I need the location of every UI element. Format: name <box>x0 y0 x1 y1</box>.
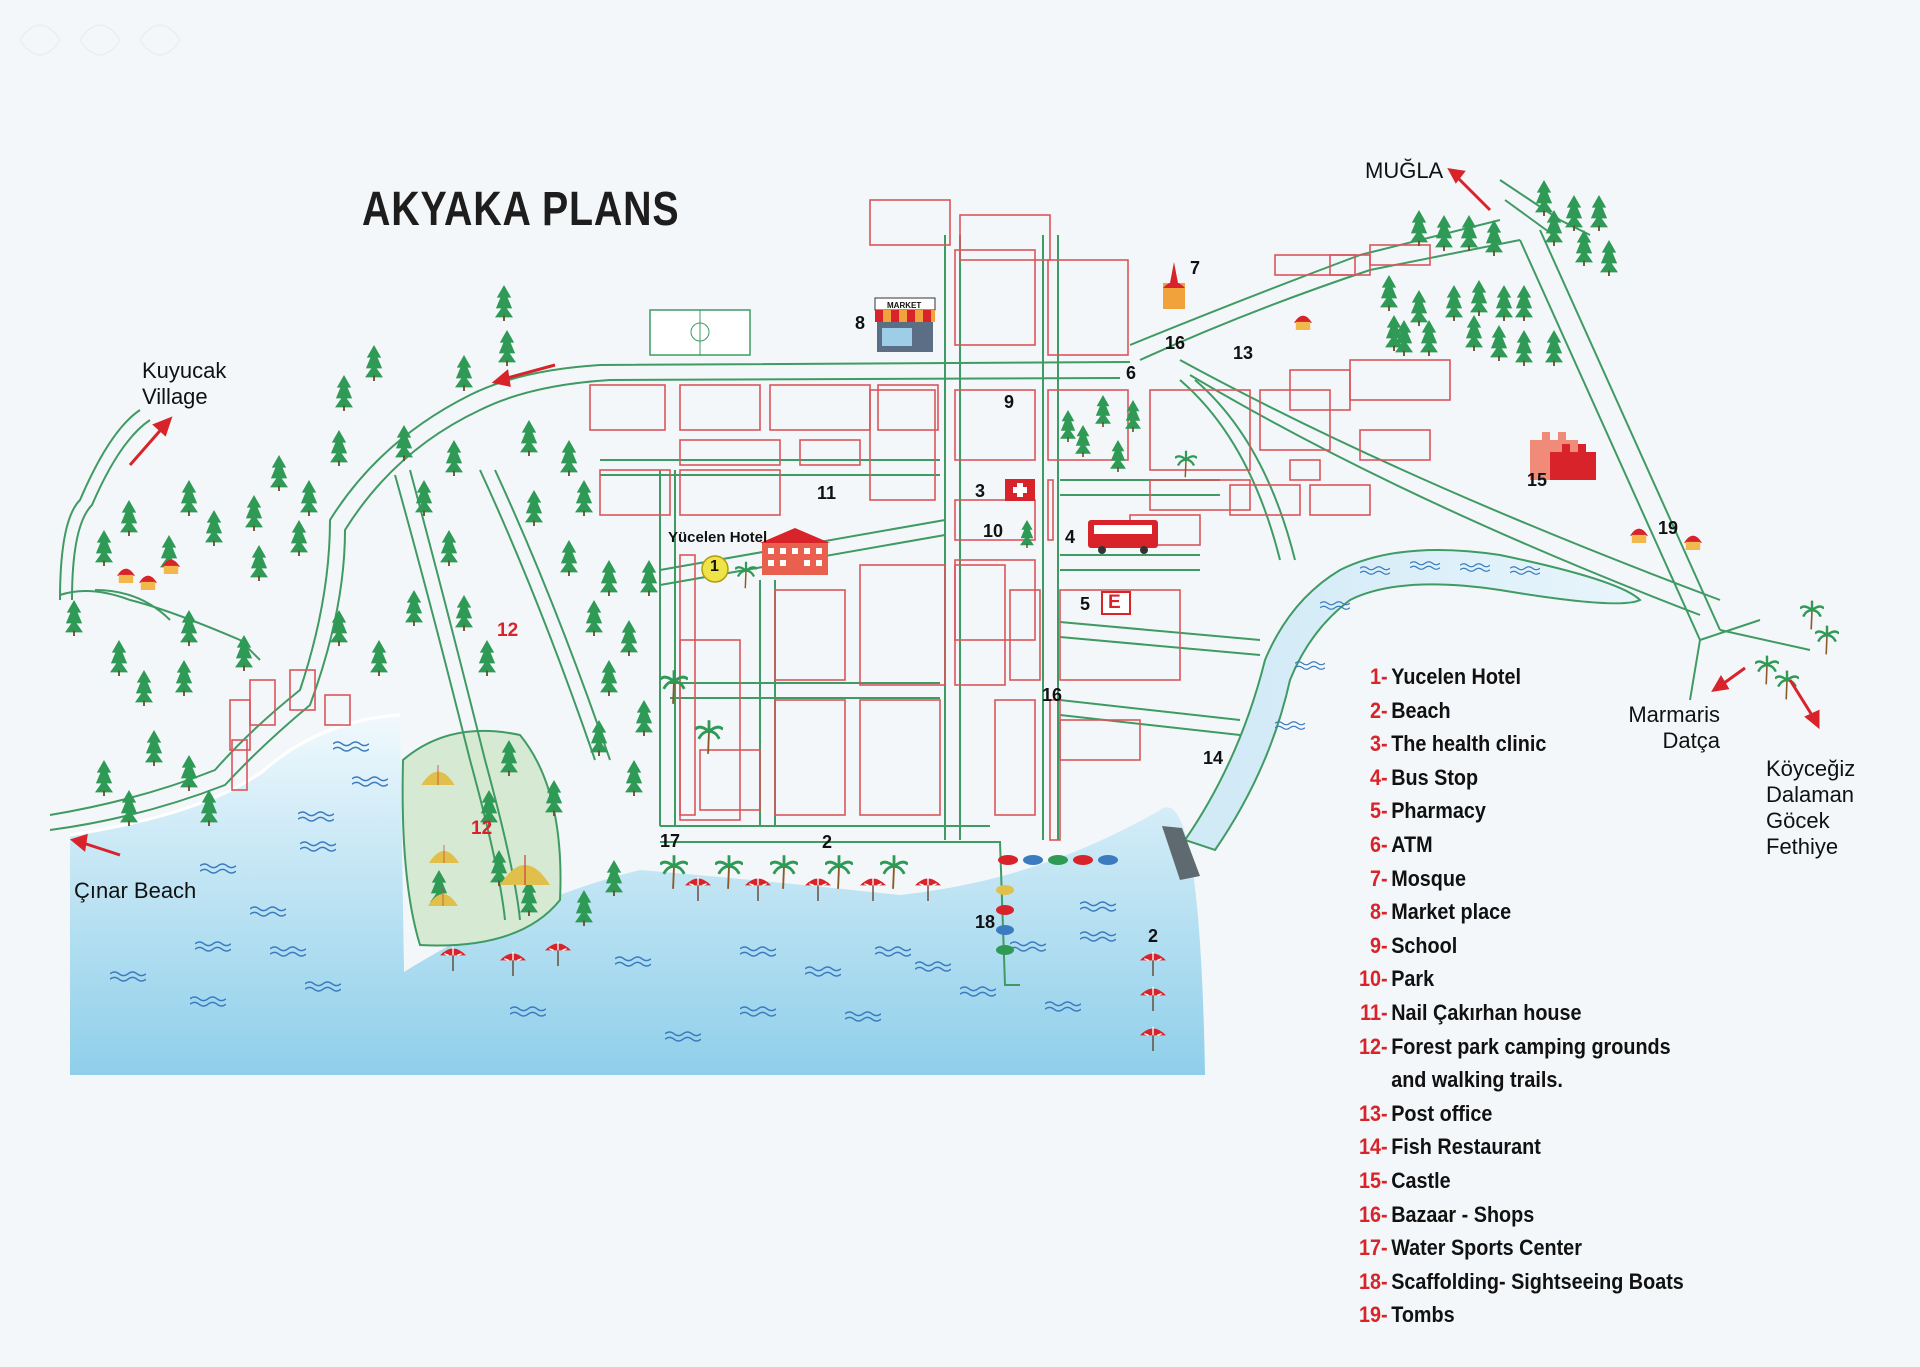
marker-15: 15 <box>1527 470 1548 490</box>
hotel-icon <box>760 528 830 575</box>
pharmacy-icon <box>1101 591 1131 615</box>
castle-icon <box>1530 432 1596 480</box>
legend-item: 15-Castle <box>1358 1167 1451 1193</box>
marker-3: 3 <box>975 481 986 501</box>
sea <box>70 716 1205 1075</box>
hotel-label: Yücelen Hotel <box>668 529 768 546</box>
marker-8: 8 <box>855 313 866 333</box>
page-title: AKYAKA PLANS <box>362 183 680 236</box>
marker-5: 5 <box>1080 594 1091 614</box>
marker-2-east: 2 <box>1148 926 1159 946</box>
marker-1: 1 <box>710 558 719 575</box>
legend-item: 5-Pharmacy <box>1369 798 1486 824</box>
market-icon <box>874 297 936 352</box>
hotel-marker-icon <box>701 555 729 583</box>
lagoon <box>1183 549 1642 852</box>
buildings <box>229 199 1451 841</box>
legend-item: 9-School <box>1369 932 1458 958</box>
marker-14: 14 <box>1203 748 1224 768</box>
legend-item: 11-Nail Çakırhan house <box>1360 999 1582 1025</box>
huts <box>117 315 1702 590</box>
legend-item: 19-Tombs <box>1358 1302 1455 1328</box>
legend-item: 14-Fish Restaurant <box>1358 1134 1541 1160</box>
marker-4: 4 <box>1065 527 1076 547</box>
pharmacy-sign: E <box>1108 592 1121 613</box>
boats <box>996 855 1118 955</box>
label-mugla: MUĞLA <box>1365 158 1444 183</box>
legend-item: 8-Market place <box>1369 899 1512 925</box>
market-label: MARKET <box>887 301 922 310</box>
legend: 1-Yucelen Hotel 2-Beach 3-The health cli… <box>1348 660 1848 1332</box>
road-network <box>49 179 1811 986</box>
legend-item: 6-ATM <box>1369 831 1433 857</box>
marker-13: 13 <box>1233 343 1254 363</box>
marker-12-camp: 12 <box>471 818 493 839</box>
legend-item: 3-The health clinic <box>1369 731 1547 757</box>
marker-16-south: 16 <box>1042 685 1063 705</box>
bridge <box>1162 826 1200 880</box>
marker-2: 2 <box>822 832 833 852</box>
legend-item: 12-Forest park camping grounds and walki… <box>1358 1033 1671 1093</box>
legend-item: 10-Park <box>1358 966 1435 992</box>
football-pitch-icon <box>649 309 751 356</box>
direction-arrows <box>69 168 1820 857</box>
bus-icon <box>1088 520 1158 554</box>
legend-item: 17-Water Sports Center <box>1358 1235 1582 1261</box>
marker-16: 16 <box>1165 333 1186 353</box>
legend-item: 2-Beach <box>1369 697 1451 723</box>
background-pattern <box>19 24 181 56</box>
mosque-icon <box>1163 262 1185 309</box>
label-kuyucak-village: Kuyucak Village <box>142 358 227 409</box>
marker-12: 12 <box>497 620 519 641</box>
marker-6: 6 <box>1126 363 1137 383</box>
legend-item: 1-Yucelen Hotel <box>1369 664 1522 689</box>
marker-18: 18 <box>975 912 996 932</box>
legend-item: 7-Mosque <box>1369 865 1467 891</box>
legend-item: 16-Bazaar - Shops <box>1358 1201 1535 1227</box>
marker-17: 17 <box>660 831 681 851</box>
health-clinic-icon <box>1005 479 1035 501</box>
marker-7: 7 <box>1190 258 1201 278</box>
marker-11: 11 <box>817 483 837 503</box>
legend-item: 4-Bus Stop <box>1369 764 1479 790</box>
label-marmaris-datca: Marmaris Datça <box>1628 702 1720 753</box>
marker-10: 10 <box>983 521 1004 541</box>
legend-item: 18-Scaffolding- Sightseeing Boats <box>1358 1268 1684 1294</box>
marker-9: 9 <box>1004 392 1015 412</box>
label-cinar-beach: Çınar Beach <box>74 878 197 903</box>
label-koycegiz: Köyceğiz Dalaman Göcek Fethiye <box>1766 756 1856 859</box>
legend-item: 13-Post office <box>1358 1100 1493 1126</box>
marker-19: 19 <box>1658 518 1679 538</box>
